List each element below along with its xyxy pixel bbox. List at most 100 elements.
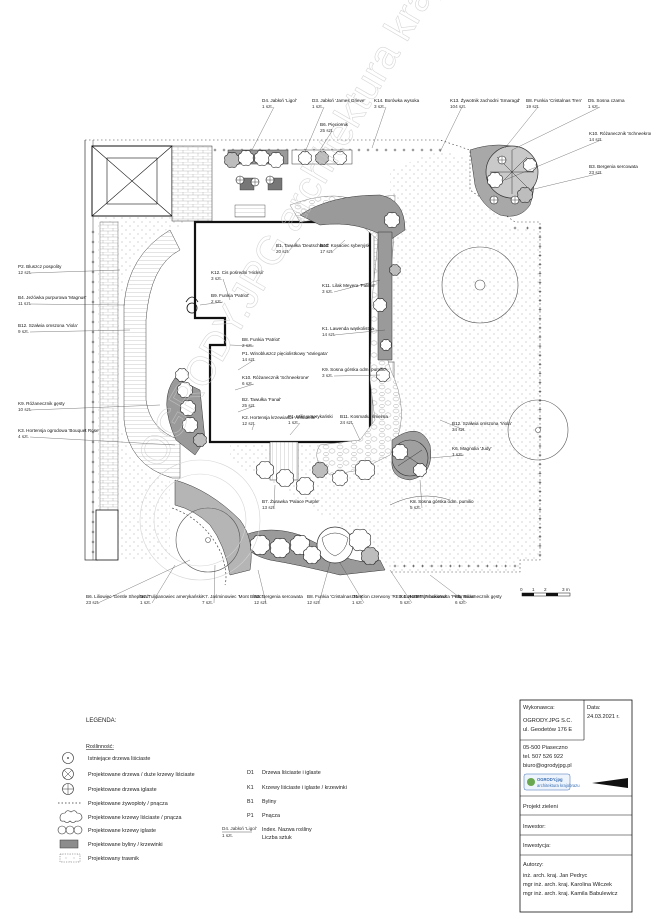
hedge-mark [538,326,542,330]
label-leader [289,422,301,436]
hedge-mark [538,272,542,275]
company-logo: OGRODY.jpg architektura krajobrazu [523,773,580,791]
shrub [177,382,193,398]
label-leader [237,359,255,371]
label-leader [151,564,176,604]
hedge-mark [429,148,433,152]
plant-label-count: 34 szt. [452,427,466,432]
legend-item-7: Projektowane byliny / krzewinki [88,842,163,848]
hedge-mark [91,250,95,254]
title-block: Wykonawca: OGRODY.JPG S.C. ul. Geodetów … [519,699,633,913]
scale-tick-0: 0 [520,587,523,592]
plant-label-name: K10. Różanecznik 'Schneekrone' [242,375,309,380]
hedge-mark [476,564,480,568]
plant-label-name: K9. Różanecznik gęsty [18,401,65,406]
plant-label-name: B4. Jeżówka purpurowa 'Magnus' [18,295,87,300]
hedge-mark [91,480,95,484]
hedge-mark [91,240,95,244]
hedge-mark [366,148,370,152]
site-plan [84,139,569,586]
label-leader [339,562,365,604]
label-leader [439,106,463,153]
legend-code-p1-label: Pnącza [262,813,280,819]
legend-code-k1-label: Krzewy liściaste i iglaste / krzewinki [262,785,347,791]
plant-label-name: K14. Borówka wysoka [374,98,420,103]
hedge-mark [495,564,498,568]
hedge-mark [538,344,542,348]
label-leader [304,106,325,153]
hedge-mark [538,353,542,357]
plant-label-count: 9 szt. [18,329,29,334]
plant-label-name: B8. Funkia 'Patriot' [242,337,280,342]
plant-label-count: 20 szt. [276,249,290,254]
hedge-mark [91,330,95,334]
shrub [193,433,207,447]
hedge-mark [538,435,542,439]
hedge-mark [538,417,542,421]
plant-label-count: 12 szt. [242,421,256,426]
plant-label-count: 1 szt. [588,104,599,109]
conifer-tree-icon [62,783,74,795]
svg-text:architektura krajobrazu: architektura krajobrazu [537,783,580,788]
label-leader [504,139,602,181]
label-leader [257,569,267,604]
curved-bed-bottom-left [174,479,252,576]
hedge-mark [538,372,542,375]
plant-label-name: B12. Szałwia omszona 'Viola' [452,421,512,426]
label-leader [29,436,176,446]
hedge-mark [91,510,95,514]
plant-label-name: K12. Cis pośredni 'Hicksii' [211,270,264,275]
scale-tick-3: 3 m [562,587,570,592]
tree-pine-large [441,246,519,324]
plant-label-count: 14 szt. [322,332,336,337]
plant-label-name: B8. Funkia 'Cristalnas Tren' [307,594,363,599]
shrub [392,444,408,460]
legend-item-2: Projektowane drzewa / duże krzewy liścia… [88,772,195,778]
hedge-mark [91,550,95,554]
hedge-mark [91,530,95,534]
plant-label-name: P1. Winobluszcz pięciolistkowy 'Variegat… [242,351,328,356]
plant-label-name: K13. Żywotnik zachodni 'Smaragd' [450,97,520,103]
label-leader [229,344,255,347]
shrub [298,151,312,165]
lawn-patch-icon [59,853,81,863]
plant-label-name: D1. Klon czerwony 'RED SUNSET' 'Franksre… [352,594,447,599]
legend-item-3: Projektowane drzewa iglaste [88,787,157,793]
hedge-mark [91,380,95,384]
label-leader [529,172,602,191]
hedge-mark [91,390,95,394]
plant-label-count: 1 szt. [352,600,363,605]
plant-label-name: P1. Miłin amerykański [288,414,333,419]
legend-code-b1-label: Byliny [262,799,277,805]
date-value: 24.03.2021 r. [587,714,620,720]
plant-label-count: 6 szt. [455,600,466,605]
shrub [315,151,329,165]
scale-tick-2: 2 [544,587,547,592]
plant-label-name: K9. Sosna górska odm. pumilio [322,367,386,372]
legend-title: LEGENDA: [86,718,117,724]
hedge-mark [420,148,424,152]
plant-label-count: 6 szt. [242,381,253,386]
hedge-mark [538,281,542,284]
hedge-mark [91,540,95,544]
hedge-mark [91,230,95,234]
hedge-mark [538,390,542,393]
hedge-mark [526,226,529,230]
plant-label-count: 3 szt. [322,373,333,378]
driveway-pavers [171,145,213,222]
hedge-mark [538,290,542,293]
label-leader [199,301,224,306]
conifer-shrub-icon [57,825,83,835]
legend-code-p1: P1 [247,813,254,819]
shrub [182,417,198,433]
hedge-mark [393,564,397,568]
hedge-mark [486,564,489,568]
contractor-line-3: 05-500 Piaseczno [523,745,568,751]
label-leader [319,130,333,151]
project-label: Projekt zieleni [523,804,558,810]
label-leader [333,279,381,293]
plant-label-count: 23 szt. [86,600,100,605]
hedge-mark [538,299,542,302]
label-leader [389,569,413,604]
hedge-mark [538,526,542,530]
